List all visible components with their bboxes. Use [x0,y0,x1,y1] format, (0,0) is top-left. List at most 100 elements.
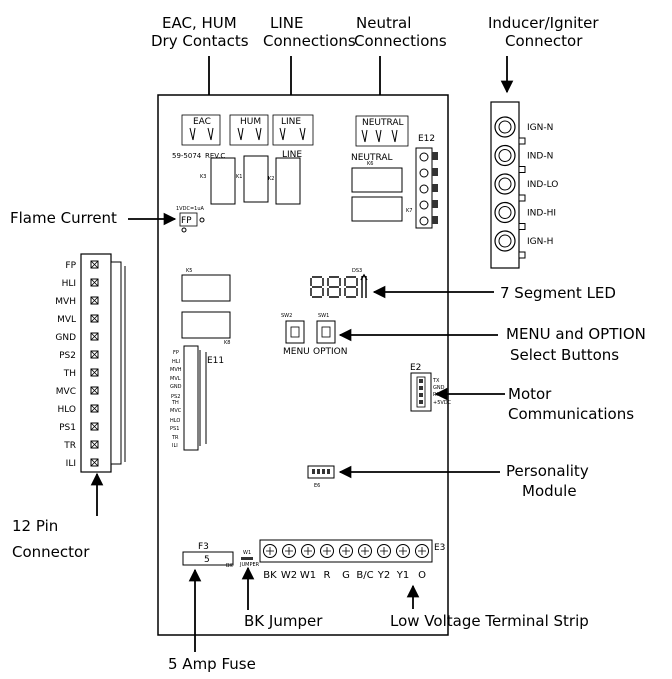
terminal-label: B/C [356,570,373,581]
line-contacts: LINE [272,114,314,146]
terminal-label: Y1 [396,570,409,581]
pin-label: FP [65,261,76,271]
pin-label: TR [63,441,76,451]
svg-text:K3: K3 [200,174,206,180]
connector-tab [518,166,526,173]
svg-text:BK: BK [226,563,233,569]
screw-terminal [494,230,516,252]
svg-text:TR: TR [171,435,179,441]
svg-text:SW2: SW2 [281,313,292,319]
inducer-pin-label: IND-LO [527,180,558,190]
pin-label: MVC [56,387,76,397]
screw-terminal [494,201,516,224]
terminal-label: W1 [300,570,316,581]
callout-eac-hum-line1: EAC, HUM [162,14,237,32]
e12-label: E12 [418,134,435,144]
screw-head [498,206,512,219]
svg-text:SW1: SW1 [318,313,329,319]
svg-text:ILI: ILI [172,443,178,449]
svg-text:NEUTRAL: NEUTRAL [362,118,404,128]
connector-tab [518,223,526,230]
pin-socket-mark [90,260,99,269]
terminal-label: W2 [281,570,297,581]
terminal-label: G [342,570,350,581]
svg-text:K5: K5 [186,268,192,274]
svg-text:E6: E6 [314,483,320,489]
flame-current-test-points: 1VDC=1uA FP [176,206,205,233]
callout-neutral-line1: Neutral [356,14,411,32]
screw-head [498,149,512,162]
pin-label: HLO [57,405,76,415]
terminal-screw-slot [399,547,407,555]
svg-text:GND: GND [170,384,182,390]
svg-text:K8: K8 [224,340,230,346]
callout-eac-hum-line2: Dry Contacts [151,32,249,50]
svg-text:HLI: HLI [172,359,180,365]
screw-terminal [494,116,516,138]
callout-inducer-line2: Connector [505,32,583,50]
pin-label: ILI [66,459,76,469]
terminal-screw-slot [418,547,426,555]
svg-text:E3: E3 [434,543,445,553]
pin-socket-mark [90,458,99,467]
svg-text:FP: FP [181,216,192,226]
neutral-contacts: NEUTRAL [355,115,409,147]
pin-socket-mark [90,440,99,449]
svg-text:PS2: PS2 [171,394,180,400]
relay-k8: K8 [181,311,231,346]
screw-head [498,177,512,191]
svg-text:PS1: PS1 [170,426,179,432]
pin-label: MVH [55,297,76,307]
svg-text:K6: K6 [367,161,373,167]
screw-head [498,120,512,134]
option-button[interactable]: SW1 OPTION [313,313,347,357]
inducer-pin-label: IGN-N [527,123,553,133]
callout-line-line1: LINE [270,14,303,32]
svg-text:MVH: MVH [170,367,182,373]
callout-flame-current: Flame Current [10,209,117,227]
svg-text:OPTION: OPTION [313,347,347,357]
e6-personality-module: E6 [307,465,335,489]
svg-text:TH: TH [171,400,179,406]
terminal-screw-slot [342,547,350,555]
terminal-screw-slot [323,547,331,555]
svg-text:1VDC=1uA: 1VDC=1uA [176,206,204,212]
callout-menu-option-line1: MENU and OPTION [506,325,646,343]
svg-text:JUMPER: JUMPER [239,562,260,568]
svg-text:K2: K2 [268,176,274,182]
relay-k2: K2 [268,157,301,205]
svg-text:5: 5 [204,555,210,565]
svg-text:GND: GND [433,385,445,391]
svg-text:K7: K7 [406,208,412,214]
screw-terminal [494,173,516,195]
svg-text:TX: TX [432,378,440,384]
svg-text:MENU: MENU [283,347,310,357]
hum-contacts: HUM [229,114,269,146]
callout-personality-line1: Personality [506,462,589,480]
connector-tab [518,251,526,259]
board-part-number: 59-5074 [172,152,202,160]
screw-terminal [494,144,516,167]
svg-text:E11: E11 [207,356,224,366]
terminal-screw-slot [380,547,388,555]
pin-socket-mark [90,332,99,341]
callout-menu-option-line2: Select Buttons [510,346,619,364]
relay-k6: K6 [351,161,403,193]
pin-socket-mark [90,404,99,413]
pin-socket-mark [90,350,99,359]
pin-label: HLI [62,279,76,289]
svg-text:K1: K1 [236,174,242,180]
svg-text:F3: F3 [198,542,209,552]
callout-line-line2: Connections [263,32,356,50]
pin-label: PS1 [59,423,76,433]
relay-k1: K1 [236,155,269,203]
svg-text:EAC: EAC [193,117,211,127]
pin-socket-mark [90,296,99,305]
menu-button[interactable]: SW2 MENU [281,313,310,357]
pin-socket-mark [90,314,99,323]
svg-text:LINE: LINE [281,117,301,127]
svg-text:HLO: HLO [170,418,180,424]
